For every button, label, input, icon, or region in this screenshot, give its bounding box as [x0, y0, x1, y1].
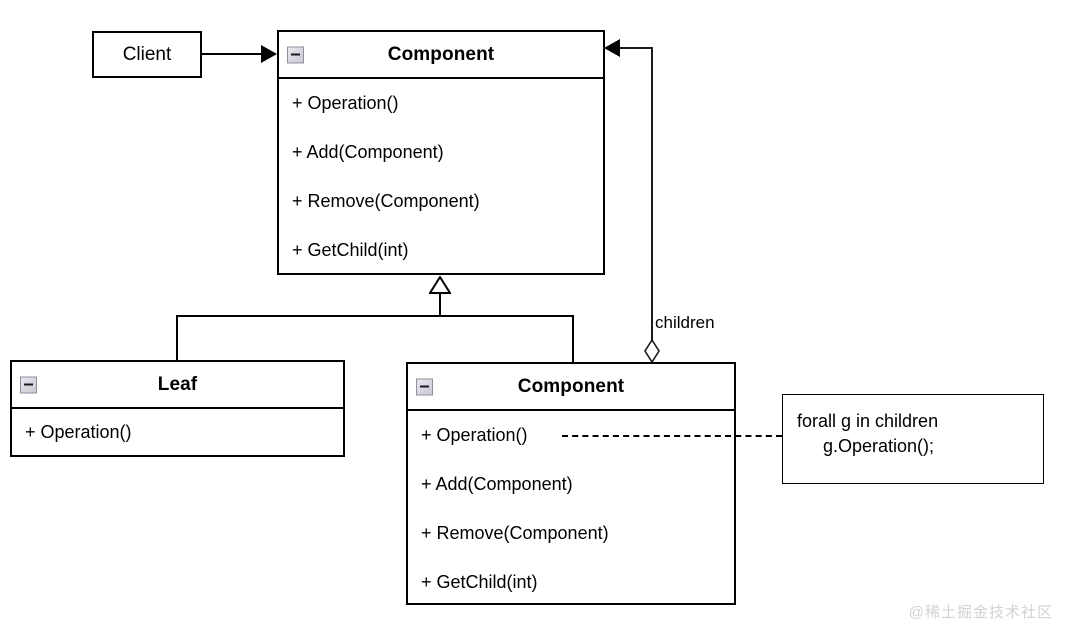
minus-icon[interactable] — [20, 376, 37, 393]
generalization-drop-leaf — [176, 315, 178, 360]
leaf-box-title: Leaf — [157, 373, 198, 395]
composite-member-remove: + Remove(Component) — [421, 523, 609, 543]
client-box-label: Client — [122, 43, 172, 65]
component-box-title: Component — [387, 43, 495, 65]
composite-box-members: + Operation() + Add(Component) + Remove(… — [408, 411, 734, 607]
composite-box-title: Component — [517, 375, 625, 397]
aggregation-line-vertical — [651, 47, 653, 342]
component-member-add: + Add(Component) — [292, 142, 444, 162]
minus-icon[interactable] — [416, 378, 433, 395]
generalization-branch-bar — [176, 315, 574, 317]
component-box-members: + Operation() + Add(Component) + Remove(… — [279, 79, 603, 275]
component-box-header: Component — [279, 32, 603, 79]
leaf-box-members: + Operation() — [12, 409, 343, 455]
composite-box[interactable]: Component + Operation() + Add(Component)… — [406, 362, 736, 605]
watermark-text: @稀土掘金技术社区 — [908, 604, 1053, 621]
composite-member-add: + Add(Component) — [421, 474, 573, 494]
client-box[interactable]: Client — [92, 31, 202, 78]
composite-box-header: Component — [408, 364, 734, 411]
note-box: forall g in children g.Operation(); — [782, 394, 1044, 484]
association-label-children: children — [655, 313, 715, 332]
leaf-box-header: Leaf — [12, 362, 343, 409]
component-member-remove: + Remove(Component) — [292, 191, 480, 211]
composite-member-operation: + Operation() — [421, 425, 528, 445]
note-link-dashed-line — [562, 435, 782, 437]
client-association-arrow-icon — [261, 45, 277, 63]
aggregation-arrow-icon — [604, 39, 620, 57]
generalization-drop-composite — [572, 315, 574, 362]
client-association-line — [202, 53, 264, 55]
aggregation-line-horizontal — [620, 47, 653, 49]
component-member-getchild: + GetChild(int) — [292, 240, 409, 260]
leaf-member-operation: + Operation() — [25, 421, 132, 442]
note-line-1: forall g in children — [797, 411, 939, 431]
minus-icon[interactable] — [287, 46, 304, 63]
leaf-box[interactable]: Leaf + Operation() — [10, 360, 345, 457]
hollow-triangle-icon — [428, 275, 452, 294]
note-line-2: g.Operation(); — [823, 436, 935, 456]
component-member-operation: + Operation() — [292, 93, 399, 113]
generalization-stem — [439, 292, 441, 316]
hollow-diamond-icon — [643, 338, 661, 364]
composite-member-getchild: + GetChild(int) — [421, 572, 538, 592]
component-box[interactable]: Component + Operation() + Add(Component)… — [277, 30, 605, 275]
